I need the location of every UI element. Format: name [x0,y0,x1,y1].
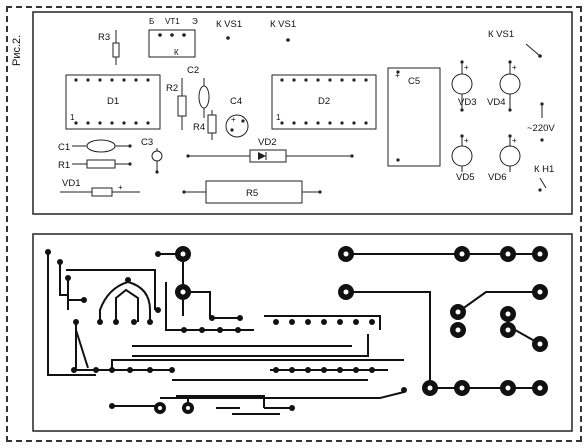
label-R5: R5 [246,188,258,199]
label-e: Э [192,17,198,26]
VD3-pad [460,60,464,64]
VD4-diode [499,73,521,95]
mains-pad [540,138,544,142]
VD1-diode [91,187,113,197]
pcb-traces-panel [32,233,573,432]
label-C3: C3 [141,137,153,148]
kvs1-pad [538,54,542,58]
VD2-diode [249,149,287,163]
kvs1-pad [226,36,230,40]
kvs1-pad [286,38,290,42]
VD4-pad [508,108,512,112]
D1-pins [74,78,150,125]
label-VD4: VD4 [487,97,505,108]
label-R2: R2 [166,83,178,94]
pcb-pads [45,249,407,411]
VD4-plus: + [512,63,517,72]
R4-resistor [207,114,217,134]
C1-capacitor [86,139,116,153]
C3-capacitor [151,150,163,162]
C4-pad [241,119,245,123]
label-VD6: VD6 [488,172,506,183]
VT1-pad [170,33,174,37]
VD2-arrow [258,152,266,160]
D1-chip [65,74,161,130]
C5-pad [396,70,400,74]
C4-plus: + [231,115,236,124]
C5-capacitor [387,67,441,167]
R1-pad [128,162,132,166]
R3-resistor [112,42,120,58]
R2-resistor [177,95,187,117]
label-VD2: VD2 [258,137,276,148]
label-k: К [174,48,179,57]
label-kvs1-a: К VS1 [216,19,242,30]
VD5-plus: + [464,136,469,145]
label-C5: C5 [408,76,420,87]
label-C2: C2 [187,65,199,76]
KH1-pad [538,188,542,192]
label-kvs1-c: К VS1 [488,29,514,40]
label-C4: C4 [230,96,242,107]
VD1-plus: + [118,183,123,192]
pcb-traces [47,252,541,415]
label-C1: C1 [58,142,70,153]
VD6-diode [499,145,521,167]
label-VD5: VD5 [456,172,474,183]
C4-pad [230,128,234,132]
VD2-pad [350,154,354,158]
VT1-pad [182,33,186,37]
label-kvs1-b: К VS1 [270,19,296,30]
C5-pad [396,158,400,162]
label-vt1: VT1 [165,17,180,26]
figure-caption: Рис.2. [11,35,23,66]
label-pin1-d2: 1 [276,113,281,122]
VD6-plus: + [512,136,517,145]
label-VD1: VD1 [62,178,80,189]
VD3-plus: + [464,63,469,72]
KH1-lead [539,177,547,189]
R5-pad [318,190,322,194]
VD5-diode [451,145,473,167]
D2-chip [271,74,377,130]
C3-pad [155,170,159,174]
C1-pad [128,144,132,148]
VD6-pad [508,134,512,138]
R5-resistor [205,180,303,204]
VD4-pad [508,60,512,64]
C4-capacitor [225,114,249,138]
C5-plus: + [395,71,400,80]
VD3-pad [460,108,464,112]
C2-capacitor [198,85,210,109]
VD2-pad [186,154,190,158]
VD3-diode [451,73,473,95]
D2-pins [280,78,368,125]
R1-resistor [86,159,116,169]
label-R4: R4 [193,122,205,133]
label-R3: R3 [98,32,110,43]
label-D2: D2 [318,96,330,107]
label-b: Б [149,17,154,26]
label-VD3: VD3 [458,97,476,108]
VT1-transistor [148,29,196,58]
R5-pad [182,190,186,194]
figure-frame [6,6,582,442]
pcb-large-pads [154,246,548,414]
label-R1: R1 [58,160,70,171]
kvs1-lead [525,43,541,57]
label-D1: D1 [107,96,119,107]
VD5-pad [460,134,464,138]
VT1-pad [158,33,162,37]
label-mains: ~220V [527,123,555,134]
label-KH1: К H1 [534,164,554,175]
label-pin1-d1: 1 [70,113,75,122]
component-layout-panel [32,11,573,215]
